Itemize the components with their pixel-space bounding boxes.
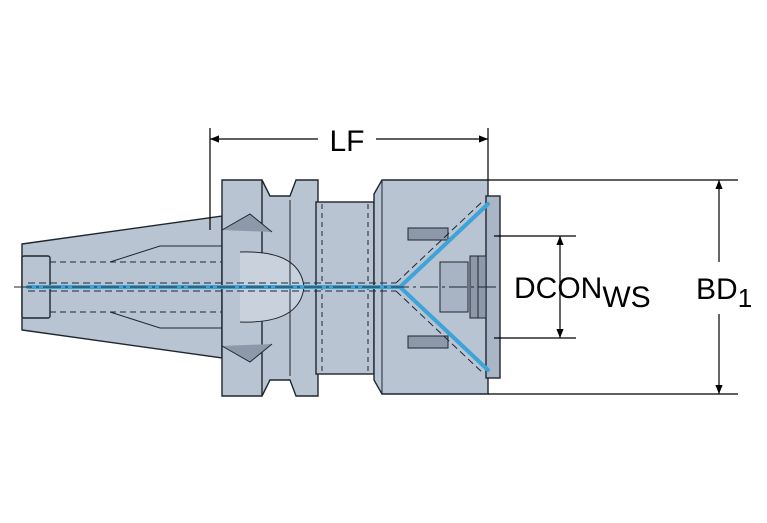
bd-label-main: BD: [696, 273, 738, 306]
dcon-label-main: DCON: [514, 272, 602, 305]
bd-label-subscript: 1: [738, 283, 752, 313]
bd-dimension: [488, 179, 738, 395]
dcon-label: DCONWS: [514, 272, 651, 314]
dcon-label-subscript: WS: [602, 281, 650, 314]
bd-label: BD1: [696, 273, 752, 313]
lf-label: LF: [329, 125, 364, 158]
coolant-channel-outline: [28, 199, 485, 375]
dcon-dimension: [494, 235, 576, 339]
lf-dimension: [209, 128, 489, 230]
